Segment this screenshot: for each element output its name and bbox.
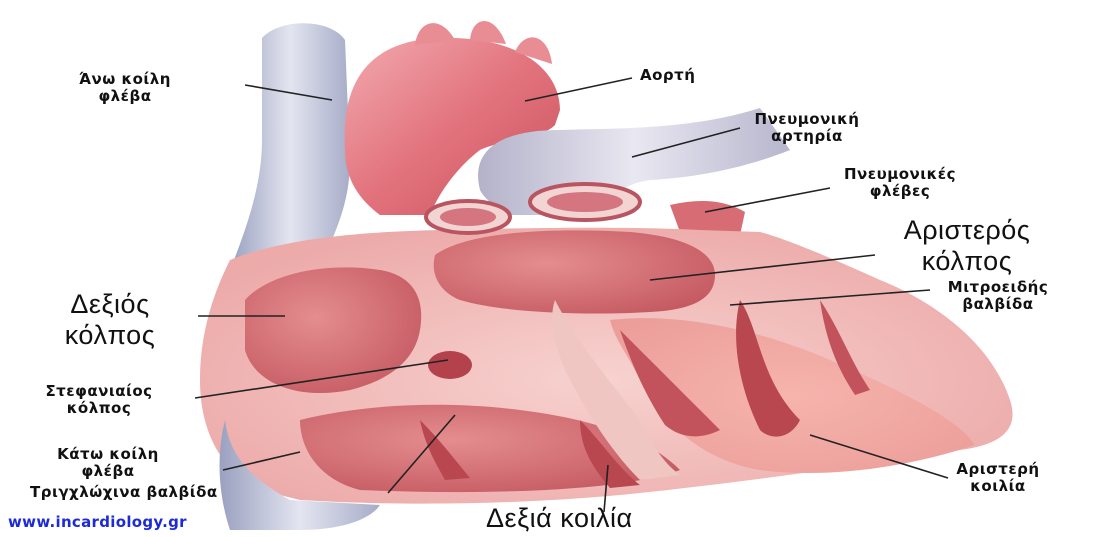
label-left-ventricle: Αριστερή κοιλία <box>928 461 1068 496</box>
label-line: φλέβες <box>830 183 970 200</box>
label-line: Αριστερή <box>928 461 1068 478</box>
label-line: αρτηρία <box>742 128 872 145</box>
label-line: Αριστερός <box>872 215 1062 246</box>
label-line: φλέβα <box>60 88 190 105</box>
label-line: Στεφανιαίος <box>4 383 194 400</box>
label-line: κοιλία <box>928 478 1068 495</box>
coronary-sinus-shape <box>428 351 472 379</box>
label-line: φλέβα <box>38 463 178 480</box>
label-line: Δεξιά κοιλία <box>486 503 633 534</box>
label-mitral-valve: Μιτροειδής βαλβίδα <box>928 279 1068 314</box>
label-line: κόλπος <box>872 246 1062 277</box>
label-inferior-vena-cava: Κάτω κοίλη φλέβα <box>38 446 178 481</box>
label-left-atrium: Αριστερός κόλπος <box>872 215 1062 277</box>
label-tricuspid-valve: Τριγχλώχινα βαλβίδα <box>30 484 218 501</box>
label-line: κόλπος <box>20 320 200 351</box>
label-superior-vena-cava: Άνω κοίλη φλέβα <box>60 71 190 106</box>
label-aorta: Αορτή <box>640 67 695 84</box>
label-right-ventricle: Δεξιά κοιλία <box>486 503 633 534</box>
label-line: Πνευμονικές <box>830 166 970 183</box>
valve-ring <box>547 192 623 212</box>
label-right-atrium: Δεξιός κόλπος <box>20 289 200 351</box>
label-coronary-sinus: Στεφανιαίος κόλπος <box>4 383 194 418</box>
label-line: Αορτή <box>640 67 695 84</box>
leader-line <box>705 188 830 212</box>
left-atrium-shape <box>434 230 715 313</box>
label-pulmonary-artery: Πνευμονική αρτηρία <box>742 111 872 146</box>
label-line: Μιτροειδής <box>928 279 1068 296</box>
superior-vena-cava-shape <box>230 23 350 270</box>
label-line: Άνω κοίλη <box>60 71 190 88</box>
label-line: βαλβίδα <box>928 296 1068 313</box>
valve-ring <box>440 208 496 226</box>
label-line: Πνευμονική <box>742 111 872 128</box>
label-line: κόλπος <box>4 400 194 417</box>
label-line: Τριγχλώχινα βαλβίδα <box>30 484 218 501</box>
aorta-branch <box>470 21 506 44</box>
source-url: www.incardiology.gr <box>8 513 187 531</box>
label-pulmonary-veins: Πνευμονικές φλέβες <box>830 166 970 201</box>
label-line: Κάτω κοίλη <box>38 446 178 463</box>
label-line: Δεξιός <box>20 289 200 320</box>
